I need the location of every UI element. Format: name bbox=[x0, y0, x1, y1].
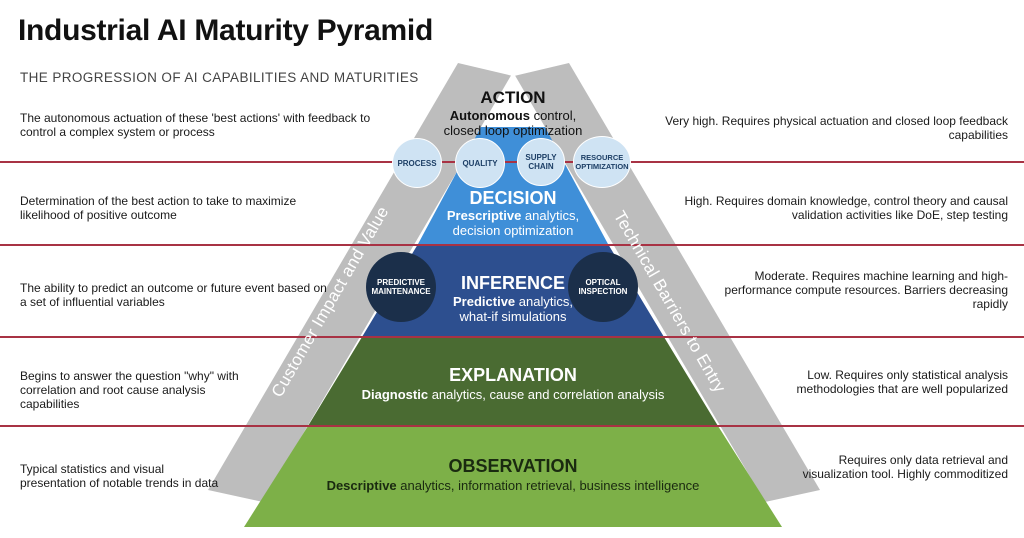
left-desc-decision: Determination of the best action to take… bbox=[20, 194, 297, 222]
page-subtitle: THE PROGRESSION OF AI CAPABILITIES AND M… bbox=[20, 70, 419, 85]
separator-1 bbox=[0, 161, 1024, 163]
right-desc-action: Very high. Requires physical actuation a… bbox=[665, 114, 1008, 142]
left-desc-observation: Typical statistics and visual presentati… bbox=[20, 462, 219, 490]
bubble-process: PROCESS bbox=[392, 138, 442, 188]
right-desc-explanation: Low. Requires only statistical analysis … bbox=[796, 368, 1008, 396]
bubble-supply-chain: SUPPLY CHAIN bbox=[517, 138, 565, 186]
separator-3 bbox=[0, 336, 1024, 338]
bubble-resource-optimization: RESOURCE OPTIMIZATION bbox=[573, 136, 631, 188]
separator-2 bbox=[0, 244, 1024, 246]
left-desc-explanation: Begins to answer the question "why" with… bbox=[20, 369, 239, 411]
bubble-predictive-maintenance: PREDICTIVE MAINTENANCE bbox=[366, 252, 436, 322]
level-inference-subtitle: Predictive analytics, what-if simulation… bbox=[453, 294, 573, 324]
level-observation-subtitle: Descriptive analytics, information retri… bbox=[326, 478, 700, 493]
level-decision-title: DECISION bbox=[469, 188, 557, 208]
page-title: Industrial AI Maturity Pyramid bbox=[18, 14, 433, 47]
level-explanation-title: EXPLANATION bbox=[449, 365, 577, 385]
right-desc-inference: Moderate. Requires machine learning and … bbox=[724, 269, 1008, 311]
level-action-title: ACTION bbox=[480, 88, 546, 107]
layer-action-shape bbox=[481, 72, 545, 127]
separator-4 bbox=[0, 425, 1024, 427]
level-inference-title: INFERENCE bbox=[460, 273, 565, 293]
bubble-optical-inspection: OPTICAL INSPECTION bbox=[568, 252, 638, 322]
level-explanation-subtitle: Diagnostic analytics, cause and correlat… bbox=[361, 387, 665, 402]
right-desc-decision: High. Requires domain knowledge, control… bbox=[684, 194, 1008, 222]
right-desc-observation: Requires only data retrieval and visuali… bbox=[802, 453, 1008, 481]
layer-observation-shape bbox=[244, 426, 782, 527]
level-observation-title: OBSERVATION bbox=[448, 456, 578, 476]
level-decision-subtitle: Prescriptive analytics, decision optimiz… bbox=[446, 208, 580, 238]
layer-explanation-shape bbox=[308, 337, 718, 426]
left-desc-action: The autonomous actuation of these 'best … bbox=[20, 111, 371, 139]
level-action-subtitle: Autonomous control, closed loop optimiza… bbox=[443, 108, 583, 138]
left-desc-inference: The ability to predict an outcome or fut… bbox=[20, 281, 327, 309]
bubble-quality: QUALITY bbox=[455, 138, 505, 188]
